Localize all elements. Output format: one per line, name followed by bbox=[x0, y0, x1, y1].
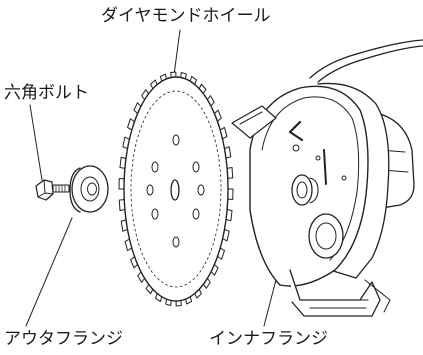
hex-bolt bbox=[35, 179, 70, 201]
wheel-segment bbox=[118, 177, 125, 190]
wheel-segment bbox=[170, 71, 177, 78]
wheel-segment bbox=[189, 75, 197, 85]
hex-bolt-leader bbox=[29, 104, 43, 181]
wheel-segment bbox=[226, 167, 234, 179]
diamond-wheel bbox=[118, 71, 234, 307]
wheel-segment bbox=[127, 118, 135, 131]
wheel-segment bbox=[141, 89, 150, 101]
diamond-wheel-label: ダイヤモンドホイール bbox=[101, 6, 271, 26]
hex-bolt-label: 六角ボルト bbox=[4, 83, 89, 103]
wheel-segment bbox=[206, 95, 215, 107]
wheel-cooling-holes bbox=[146, 134, 205, 248]
outer-flange bbox=[69, 165, 109, 213]
wheel-segment bbox=[155, 293, 163, 303]
wheel-segment bbox=[194, 288, 202, 299]
wheel-segment bbox=[202, 277, 211, 289]
wheel-segment bbox=[227, 188, 234, 201]
wheel-segment bbox=[198, 83, 207, 95]
wheel-segment bbox=[137, 271, 146, 283]
wheel-segment bbox=[150, 79, 158, 90]
outer-flange-label: アウタフランジ bbox=[4, 329, 123, 349]
power-cord bbox=[309, 39, 423, 83]
cutter-body bbox=[231, 82, 415, 317]
wheel-segment bbox=[145, 283, 154, 295]
wheel-segment bbox=[217, 247, 225, 260]
wheel-arbor-hole bbox=[170, 179, 180, 201]
wheel-segment bbox=[118, 199, 126, 211]
wheel-segment bbox=[175, 300, 182, 307]
wheel-segment bbox=[210, 263, 219, 276]
inner-flange-label: インナフランジ bbox=[209, 329, 328, 349]
outer-flange-leader bbox=[25, 217, 73, 327]
wheel-segment bbox=[213, 109, 222, 122]
wheel-segment bbox=[133, 102, 142, 115]
inner-flange bbox=[291, 174, 319, 206]
wheel-segment bbox=[130, 256, 139, 269]
